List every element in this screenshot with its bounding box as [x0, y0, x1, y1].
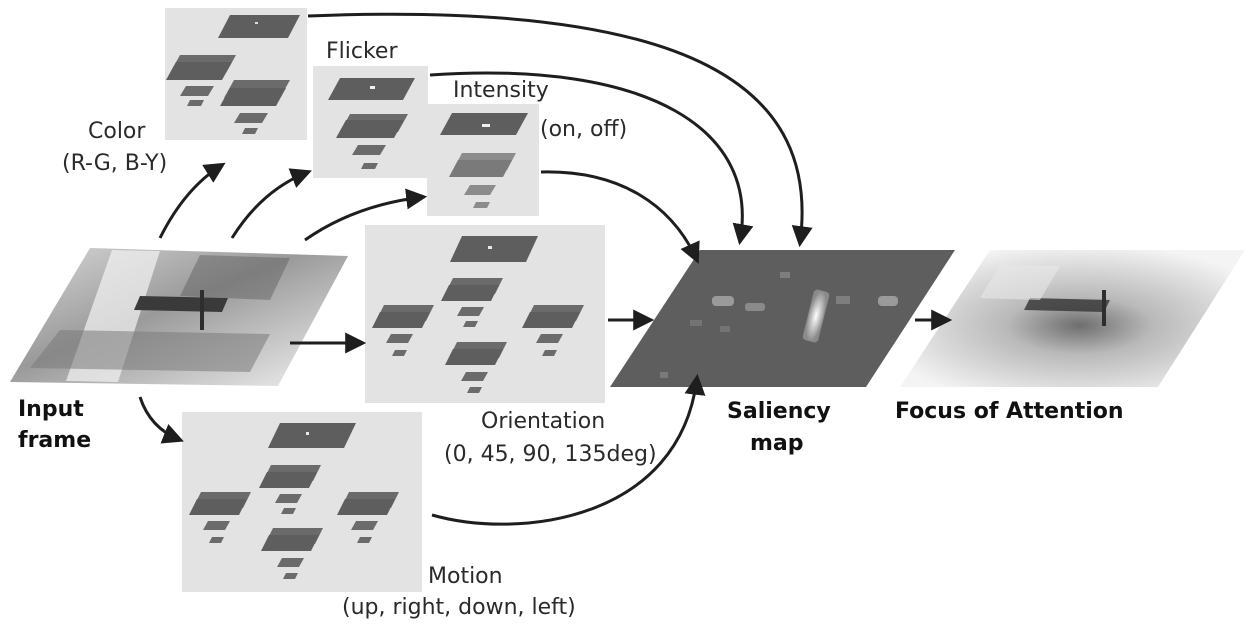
- orientation-pyramid: [372, 236, 584, 393]
- arrow-motion-to-saliency: [431, 373, 706, 526]
- flicker-panel: [313, 66, 428, 178]
- saliency-map-image: [610, 250, 955, 387]
- arrow-input-to-motion: [138, 396, 184, 444]
- orientation-label: Orientation: [481, 409, 605, 434]
- color-panel: [165, 8, 307, 140]
- flicker-pyramid: [328, 78, 415, 169]
- focus-label: Focus of Attention: [895, 399, 1124, 424]
- arrow-input-to-color: [158, 162, 226, 239]
- color-pyramid: [166, 15, 300, 134]
- saliency-label-line2: map: [750, 431, 804, 456]
- orientation-sublabel: (0, 45, 90, 135deg): [444, 442, 657, 467]
- arrow-input-to-flicker: [230, 168, 312, 239]
- orientation-panel: [365, 225, 605, 403]
- motion-panel: [182, 412, 422, 592]
- motion-pyramid: [189, 423, 399, 579]
- arrows: [138, 12, 953, 526]
- intensity-panel: [427, 104, 539, 216]
- intensity-pyramid: [440, 113, 528, 208]
- input-label-line2: frame: [18, 428, 91, 453]
- arrow-input-to-intensity: [304, 188, 428, 242]
- intensity-sublabel: (on, off): [540, 117, 627, 142]
- arrow-flicker-to-saliency: [429, 71, 754, 246]
- focus-of-attention-image: [900, 250, 1245, 387]
- color-label: Color: [88, 119, 146, 144]
- input-frame-image: [10, 248, 348, 386]
- color-sublabel: (R-G, B-Y): [62, 151, 167, 176]
- arrow-intensity-to-saliency: [540, 170, 700, 264]
- flicker-label: Flicker: [326, 39, 398, 64]
- arrow-color-to-saliency: [307, 12, 813, 248]
- motion-label: Motion: [428, 564, 503, 589]
- input-label-line1: Input: [18, 397, 84, 422]
- intensity-label: Intensity: [453, 78, 549, 103]
- saliency-label-line1: Saliency: [727, 399, 831, 424]
- motion-sublabel: (up, right, down, left): [342, 595, 576, 620]
